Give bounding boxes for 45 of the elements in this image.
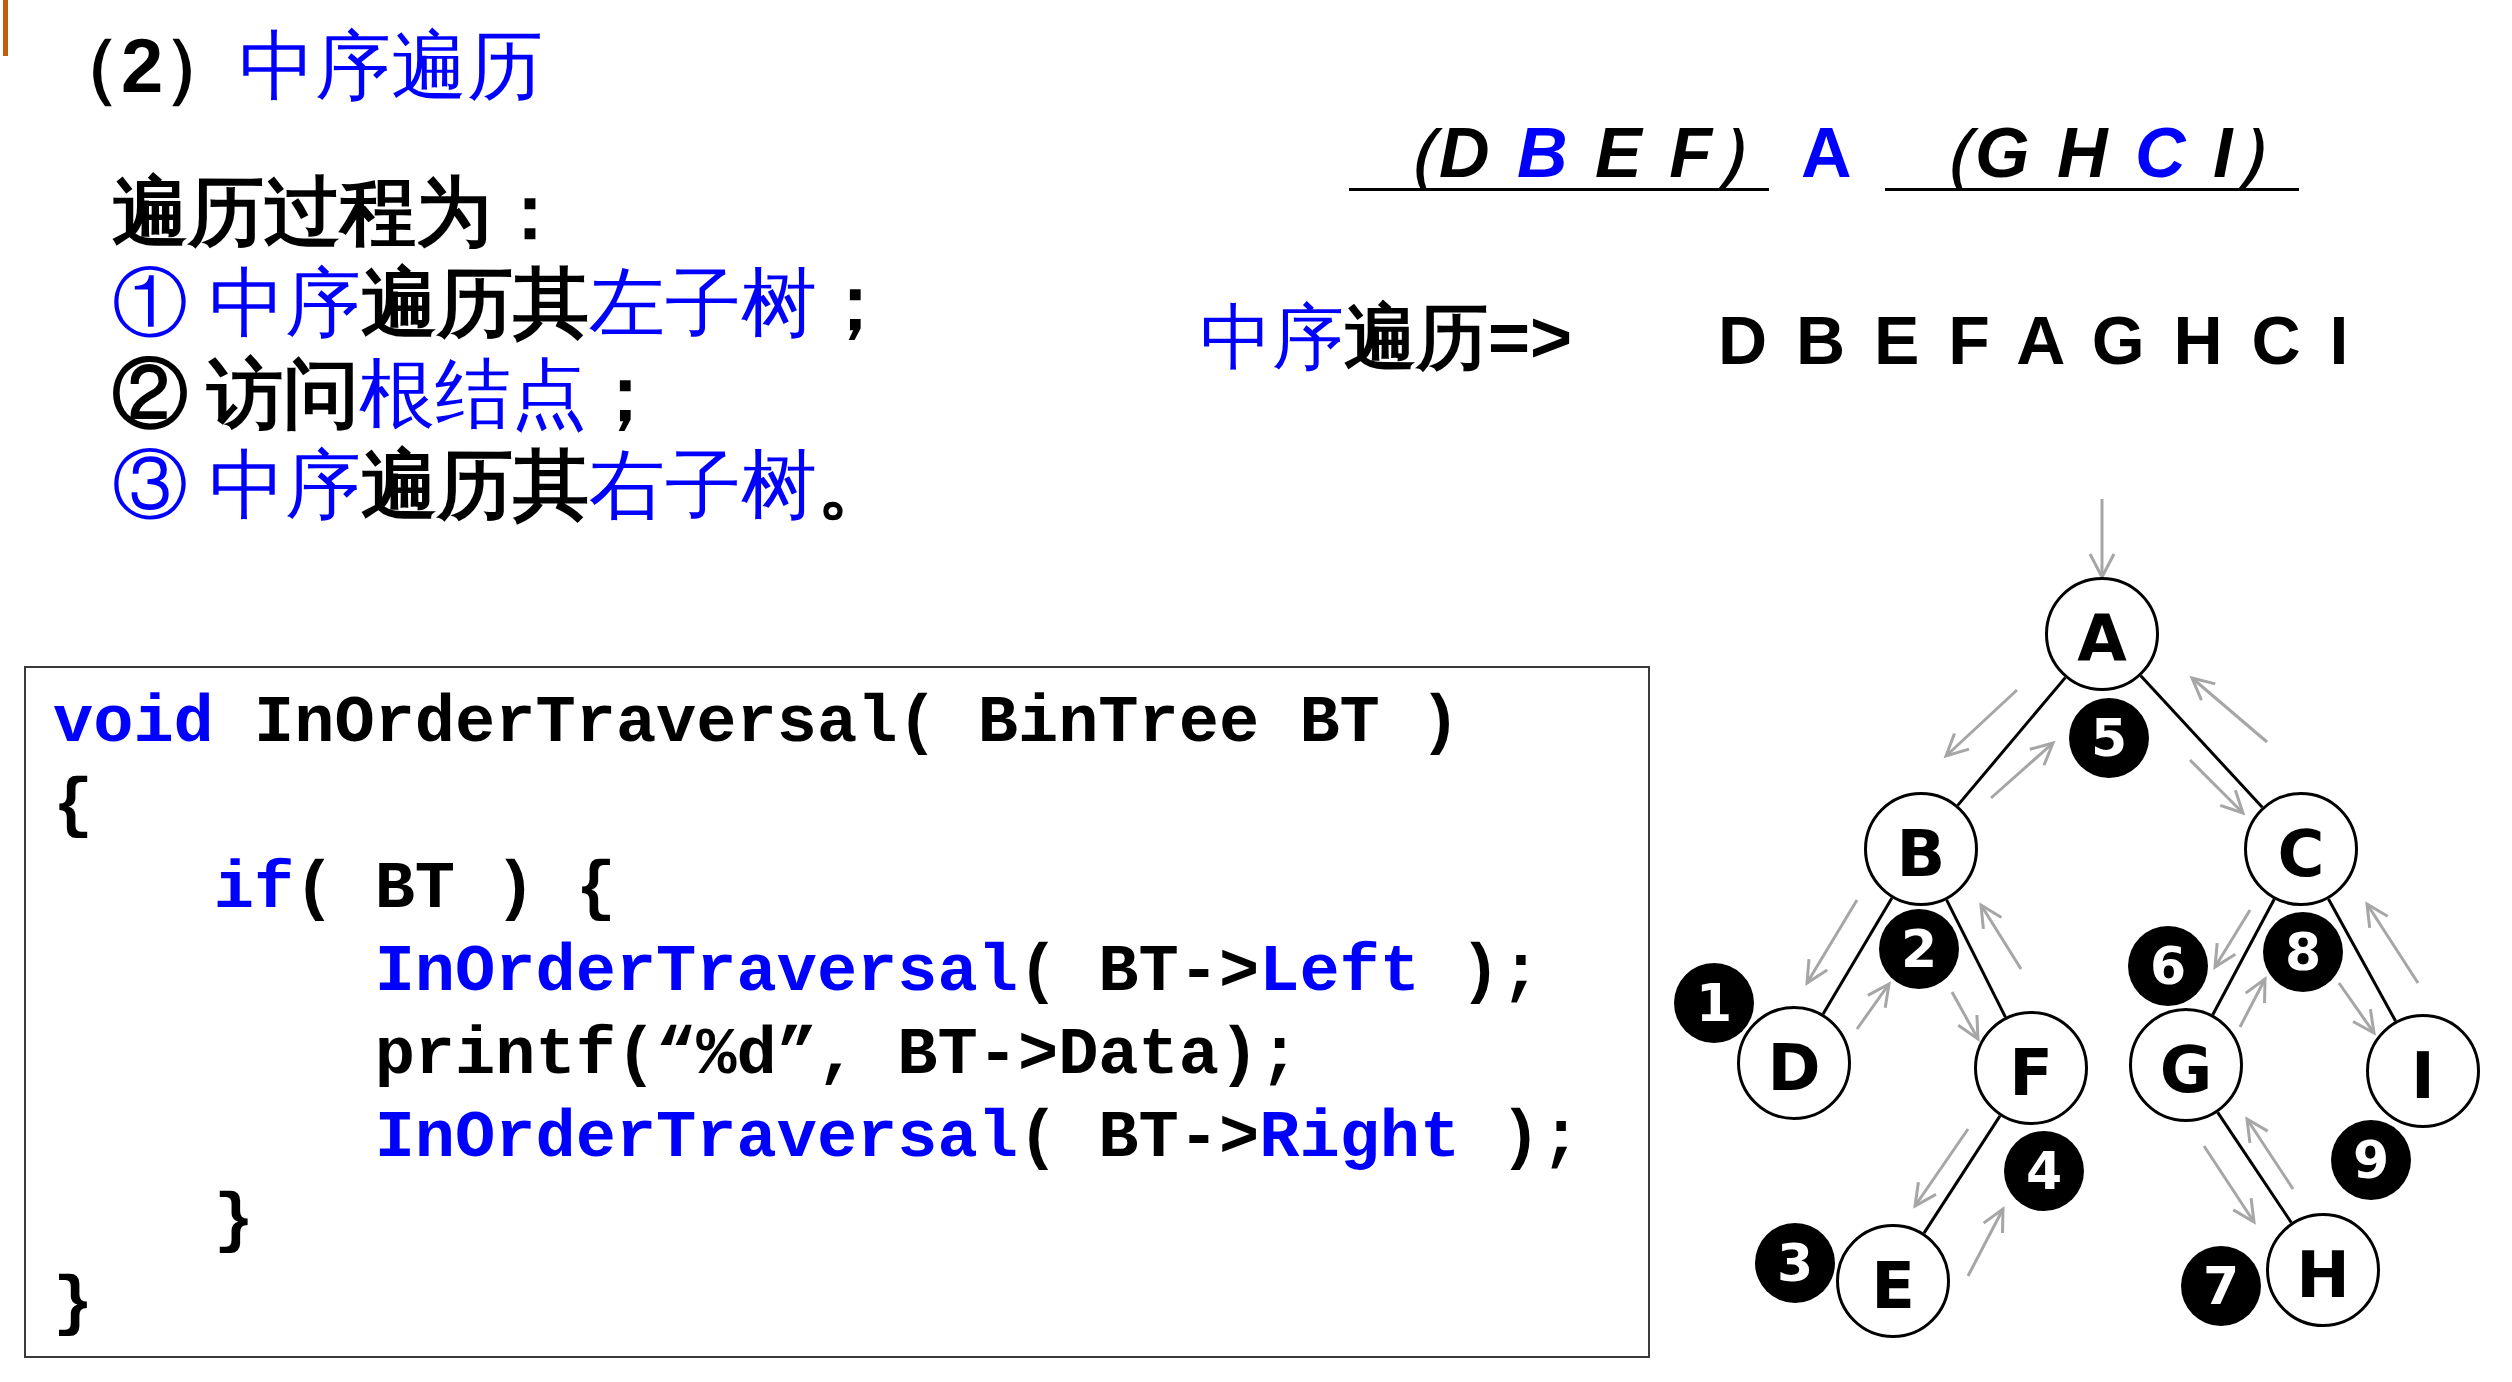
visit-order-marker: 7 [2181, 1246, 2261, 1326]
right-subtree-sequence: （G H C I） [1885, 118, 2299, 191]
root-letter: A [1801, 118, 1852, 188]
traversal-result: D B E F A G H C I [1718, 306, 2349, 374]
tree-node: I [2366, 1014, 2480, 1128]
entry-arrow [2088, 499, 2116, 579]
step-item: ① 中序遍历其左子树； [112, 265, 894, 341]
tree-node: H [2266, 1213, 2380, 1327]
step-item: ③ 中序遍历其右子树。 [112, 447, 894, 523]
visit-order-marker: 6 [2128, 926, 2208, 1006]
tree-edge [1945, 899, 2007, 1018]
code-line: if( BT ) { [213, 850, 616, 929]
visit-order-marker: 4 [2004, 1131, 2084, 1211]
tree-node: E [1836, 1224, 1950, 1338]
code-line: { [53, 767, 94, 846]
tree-edge [2211, 898, 2276, 1016]
visit-order-marker: 8 [2263, 912, 2343, 992]
visit-order-marker: 1 [1674, 963, 1754, 1043]
tree-edge [1821, 897, 1894, 1015]
tree-edge [2139, 674, 2264, 809]
code-line: } [53, 1265, 94, 1344]
code-panel [24, 666, 1650, 1358]
tree-node: F [1974, 1011, 2088, 1125]
traversal-caption: 中序遍历=> [1200, 301, 1573, 374]
tree-edge [1922, 1115, 2002, 1234]
code-line: InOrderTraversal( BT->Left ); [374, 933, 1541, 1012]
visit-order-marker: 2 [1879, 909, 1959, 989]
visit-order-marker: 9 [2331, 1120, 2411, 1200]
left-subtree-sequence: （D B E F） [1349, 118, 1769, 191]
visit-order-marker: 5 [2069, 698, 2149, 778]
visit-order-marker: 3 [1755, 1223, 1835, 1303]
code-line: printf(“%d”, BT->Data); [374, 1016, 1300, 1095]
tree-node: B [1864, 792, 1978, 906]
tree-node: D [1737, 1006, 1851, 1120]
tree-edge [1956, 676, 2067, 807]
step-item: ② 访问根结点； [112, 356, 663, 432]
tree-node: A [2045, 577, 2159, 691]
list-heading: 遍历过程为： [112, 174, 568, 250]
tree-edge [2216, 1111, 2293, 1224]
tree-edge [2327, 898, 2397, 1022]
code-line: void InOrderTraversal( BinTree BT ) [53, 684, 1461, 763]
tree-node: G [2129, 1008, 2243, 1122]
code-line: InOrderTraversal( BT->Right ); [374, 1099, 1581, 1178]
code-line: } [213, 1182, 255, 1261]
tree-node: C [2244, 792, 2358, 906]
